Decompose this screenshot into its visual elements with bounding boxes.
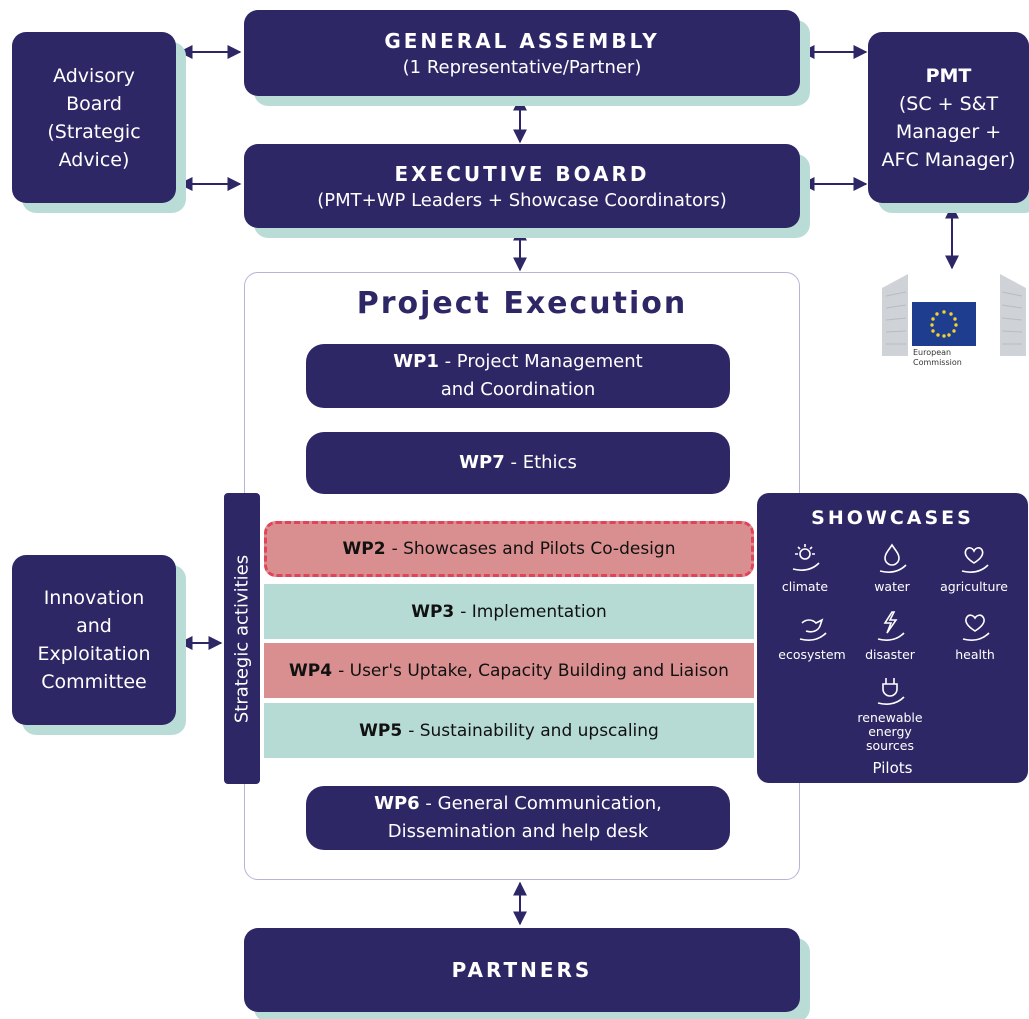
showcase-disaster: disaster — [845, 609, 935, 662]
partners-box: PARTNERS — [244, 928, 800, 1012]
wp6-line2: Dissemination and help desk — [387, 821, 649, 842]
leaf-heart-hand-icon — [961, 547, 989, 573]
wp7-line: WP7 - Ethics — [459, 449, 577, 477]
innovation-committee-line: and — [76, 615, 112, 637]
wp2-label: - Showcases and Pilots Co-design — [391, 539, 676, 559]
lightning-hand-icon — [877, 611, 905, 641]
showcases-footer: Pilots — [872, 759, 913, 777]
wp1-line1: WP1 - Project Management — [393, 348, 642, 376]
showcases-title: SHOWCASES — [811, 507, 974, 529]
ec-building-icon — [882, 274, 1026, 356]
innovation-committee-line: Exploitation — [37, 643, 151, 665]
wp4-label: - User's Uptake, Capacity Building and L… — [338, 660, 729, 681]
executive-board-title: EXECUTIVE BOARD — [394, 161, 650, 186]
wp1-label: - Project Management — [444, 351, 643, 372]
bird-hand-icon — [799, 618, 827, 641]
wp7-box: WP7 - Ethics — [306, 432, 730, 494]
heart-hand-icon — [962, 614, 990, 641]
ec-label-line: European — [913, 348, 952, 357]
general-assembly-box: GENERAL ASSEMBLY (1 Representative/Partn… — [244, 10, 800, 96]
wp3-code: WP3 — [411, 601, 455, 622]
project-execution-title: Project Execution — [356, 286, 688, 321]
showcases-panel: SHOWCASES climate water agriculture ecos… — [757, 493, 1028, 783]
wp7-label: - Ethics — [510, 452, 577, 473]
showcase-climate: climate — [760, 541, 850, 594]
wp6-box: WP6 - General Communication, Disseminati… — [306, 786, 730, 850]
water-drop-hand-icon — [879, 543, 907, 573]
advisory-board-line: Advice) — [58, 148, 130, 171]
advisory-board-line: Advisory — [53, 64, 135, 87]
pmt-line: (SC + S&T — [898, 92, 999, 115]
wp3-band: WP3- Implementation — [264, 584, 754, 639]
plug-hand-icon — [877, 678, 905, 705]
showcase-label: disaster — [865, 647, 915, 662]
executive-board-subtitle: (PMT+WP Leaders + Showcase Coordinators) — [317, 189, 727, 211]
innovation-committee-line: Innovation — [43, 587, 145, 609]
wp3-label: - Implementation — [460, 601, 607, 622]
wp1-box: WP1 - Project Management and Coordinatio… — [306, 344, 730, 408]
showcase-label: agriculture — [940, 579, 1008, 594]
showcase-health: health — [930, 609, 1020, 662]
wp2-code: WP2 — [342, 539, 386, 559]
showcase-renewable: renewable energy sources — [845, 673, 935, 753]
showcase-ecosystem: ecosystem — [767, 609, 857, 662]
advisory-board-line: Board — [66, 92, 122, 115]
general-assembly-title: GENERAL ASSEMBLY — [384, 28, 660, 53]
advisory-board-box: Advisory Board (Strategic Advice) — [12, 32, 176, 203]
showcase-label: energy sources — [865, 724, 915, 753]
sun-hand-icon — [792, 544, 820, 571]
wp6-label: - General Communication, — [425, 793, 662, 814]
strategic-activities-label: Strategic activities — [231, 554, 253, 723]
wp4-band: WP4- User's Uptake, Capacity Building an… — [264, 643, 754, 698]
wp4-code: WP4 — [289, 660, 333, 681]
wp2-band: WP2- Showcases and Pilots Co-design — [264, 521, 754, 577]
showcase-label: renewable — [857, 710, 923, 725]
pmt-title: PMT — [925, 64, 972, 87]
showcase-label: climate — [781, 579, 829, 594]
innovation-committee-box: Innovation and Exploitation Committee — [12, 555, 176, 725]
ec-label-line: Commission — [913, 358, 962, 367]
wp1-code: WP1 — [393, 351, 439, 372]
pmt-box: PMT (SC + S&T Manager + AFC Manager) — [868, 32, 1029, 203]
wp1-line2: and Coordination — [440, 379, 596, 400]
wp6-code: WP6 — [374, 793, 420, 814]
general-assembly-subtitle: (1 Representative/Partner) — [402, 56, 642, 78]
showcase-label: ecosystem — [778, 647, 846, 662]
wp5-band: WP5- Sustainability and upscaling — [264, 703, 754, 758]
showcase-label: health — [955, 647, 995, 662]
showcase-water: water — [847, 541, 937, 594]
advisory-board-line: (Strategic — [47, 120, 141, 143]
wp5-label: - Sustainability and upscaling — [408, 720, 659, 741]
executive-board-box: EXECUTIVE BOARD (PMT+WP Leaders + Showca… — [244, 144, 800, 228]
strategic-activities-bar: Strategic activities — [224, 493, 260, 784]
wp7-code: WP7 — [459, 452, 505, 473]
partners-title: PARTNERS — [451, 958, 593, 982]
showcase-agriculture: agriculture — [929, 541, 1019, 594]
pmt-line: Manager + — [895, 120, 1002, 143]
wp5-code: WP5 — [359, 720, 403, 741]
innovation-committee-line: Committee — [41, 671, 147, 693]
european-commission-logo: European Commission — [878, 272, 1029, 376]
wp6-line1: WP6 - General Communication, — [374, 790, 662, 818]
showcase-label: water — [874, 579, 910, 594]
pmt-line: AFC Manager) — [881, 148, 1016, 171]
